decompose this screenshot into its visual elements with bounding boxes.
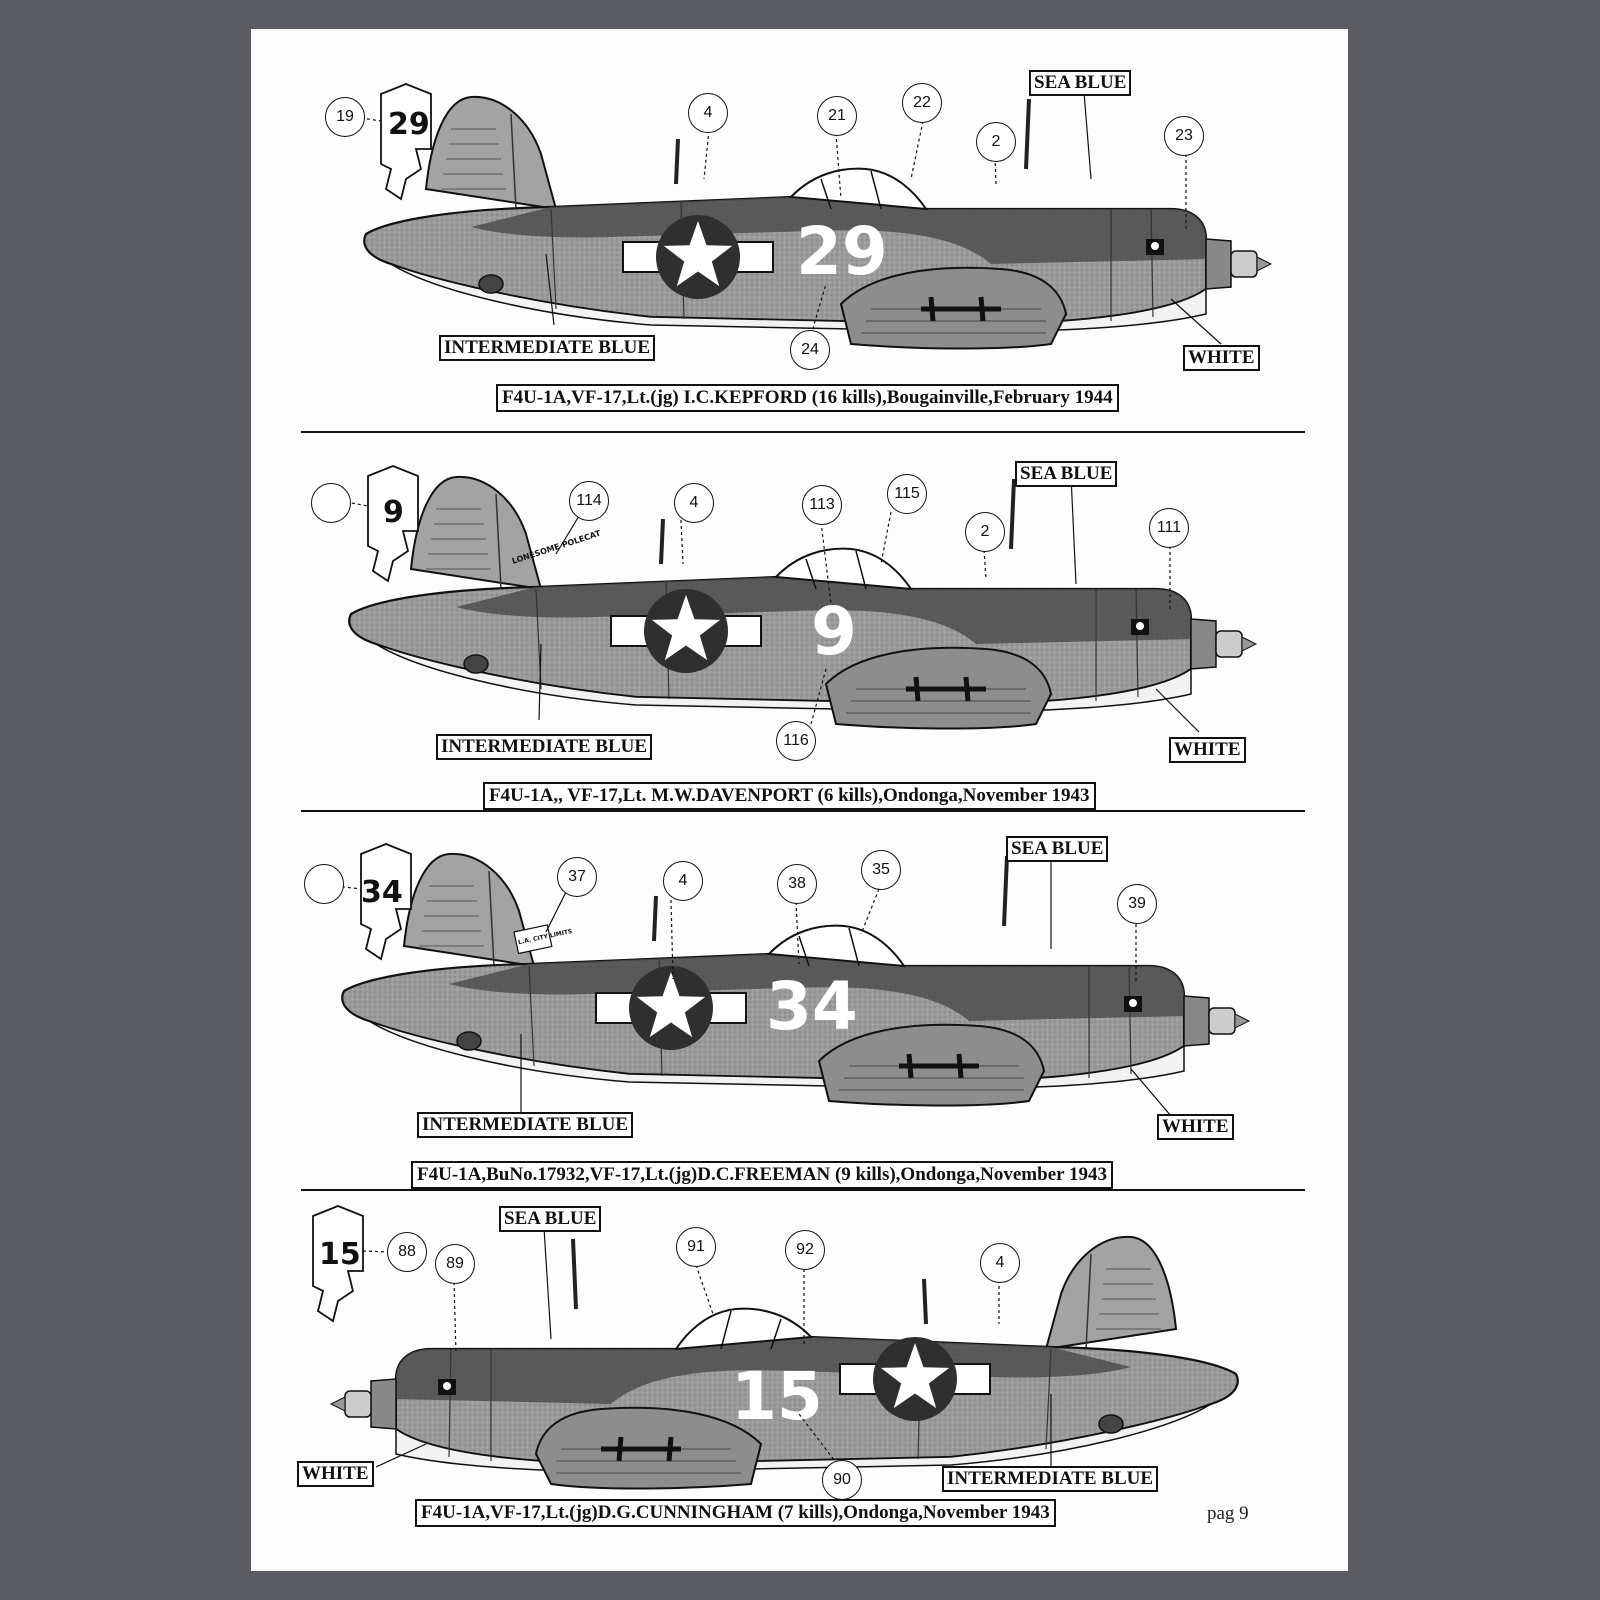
- color-label-sea-blue: SEA BLUE: [499, 1206, 602, 1232]
- callout-4: 4: [980, 1243, 1020, 1283]
- callout-23: 23: [1164, 116, 1204, 156]
- fin-code-3: 34: [361, 875, 403, 910]
- decal-instruction-sheet: 29 29 19 4 21 22 2 23: [251, 29, 1348, 1571]
- profile-panel-3: 34 L.A. CITY LIMITS 34 37 4: [251, 814, 1348, 1189]
- color-label-white: WHITE: [1169, 737, 1246, 763]
- callout-22: 22: [902, 83, 942, 123]
- separator: [301, 431, 1305, 433]
- aircraft-profile-1: 29 29: [360, 83, 1348, 424]
- color-label-white: WHITE: [297, 1461, 374, 1487]
- page-number: pag 9: [1207, 1503, 1249, 1524]
- profile-caption-4: F4U-1A,VF-17,Lt.(jg)D.G.CUNNINGHAM (7 ki…: [415, 1499, 1056, 1527]
- color-label-white: WHITE: [1157, 1114, 1234, 1140]
- callout-empty: [304, 864, 344, 904]
- fin-code-4: 15: [319, 1237, 361, 1272]
- separator: [301, 810, 1305, 812]
- callout-empty: [311, 483, 351, 523]
- color-label-sea-blue: SEA BLUE: [1015, 461, 1118, 487]
- aircraft-profile-3: 34 L.A. CITY LIMITS 34: [335, 843, 1348, 1117]
- color-label-intermediate-blue: INTERMEDIATE BLUE: [436, 734, 653, 760]
- callout-21: 21: [817, 96, 857, 136]
- callout-116: 116: [776, 721, 816, 761]
- profile-panel-4: 15 15 88 89 91 92 4 90 SEA BLUE WHITE: [251, 1194, 1348, 1564]
- callout-4: 4: [674, 483, 714, 523]
- profile-caption-3: F4U-1A,BuNo.17932,VF-17,Lt.(jg)D.C.FREEM…: [411, 1161, 1113, 1189]
- callout-111: 111: [1149, 508, 1189, 548]
- color-label-sea-blue: SEA BLUE: [1029, 70, 1132, 96]
- callout-91: 91: [676, 1227, 716, 1267]
- profile-caption-1: F4U-1A,VF-17,Lt.(jg) I.C.KEPFORD (16 kil…: [496, 384, 1119, 412]
- profile-caption-2: F4U-1A,, VF-17,Lt. M.W.DAVENPORT (6 kill…: [483, 782, 1096, 810]
- callout-92: 92: [785, 1230, 825, 1270]
- callout-115: 115: [887, 474, 927, 514]
- fuselage-number-3: 34: [766, 968, 858, 1045]
- separator: [301, 1189, 1305, 1191]
- callout-24: 24: [790, 330, 830, 370]
- callout-2: 2: [965, 512, 1005, 552]
- color-label-white: WHITE: [1183, 345, 1260, 371]
- profile-panel-2: 9 LONESOME POLECAT 9 114 4 113: [251, 434, 1348, 810]
- callout-89: 89: [435, 1244, 475, 1284]
- color-label-intermediate-blue: INTERMEDIATE BLUE: [439, 335, 656, 361]
- callout-2: 2: [976, 122, 1016, 162]
- callout-4: 4: [688, 93, 728, 133]
- fin-code-1: 29: [388, 107, 430, 142]
- callout-114: 114: [569, 481, 609, 521]
- color-label-intermediate-blue: INTERMEDIATE BLUE: [417, 1112, 634, 1138]
- aircraft-profile-4: 15 15: [312, 1205, 1348, 1564]
- color-label-intermediate-blue: INTERMEDIATE BLUE: [942, 1466, 1159, 1492]
- fuselage-number-2: 9: [811, 593, 857, 670]
- fuselage-number-4: 15: [731, 1358, 823, 1435]
- callout-19: 19: [325, 97, 365, 137]
- callout-113: 113: [802, 485, 842, 525]
- callout-4: 4: [663, 861, 703, 901]
- callout-39: 39: [1117, 884, 1157, 924]
- color-label-sea-blue: SEA BLUE: [1006, 836, 1109, 862]
- callout-35: 35: [861, 850, 901, 890]
- profile-panel-1: 29 29 19 4 21 22 2 23: [251, 29, 1348, 424]
- callout-37: 37: [557, 857, 597, 897]
- aircraft-profile-2: 9 LONESOME POLECAT 9: [345, 465, 1348, 733]
- callout-90: 90: [822, 1460, 862, 1500]
- callout-38: 38: [777, 864, 817, 904]
- callout-88: 88: [387, 1232, 427, 1272]
- fin-code-2: 9: [383, 495, 404, 530]
- fuselage-number-1: 29: [796, 213, 888, 290]
